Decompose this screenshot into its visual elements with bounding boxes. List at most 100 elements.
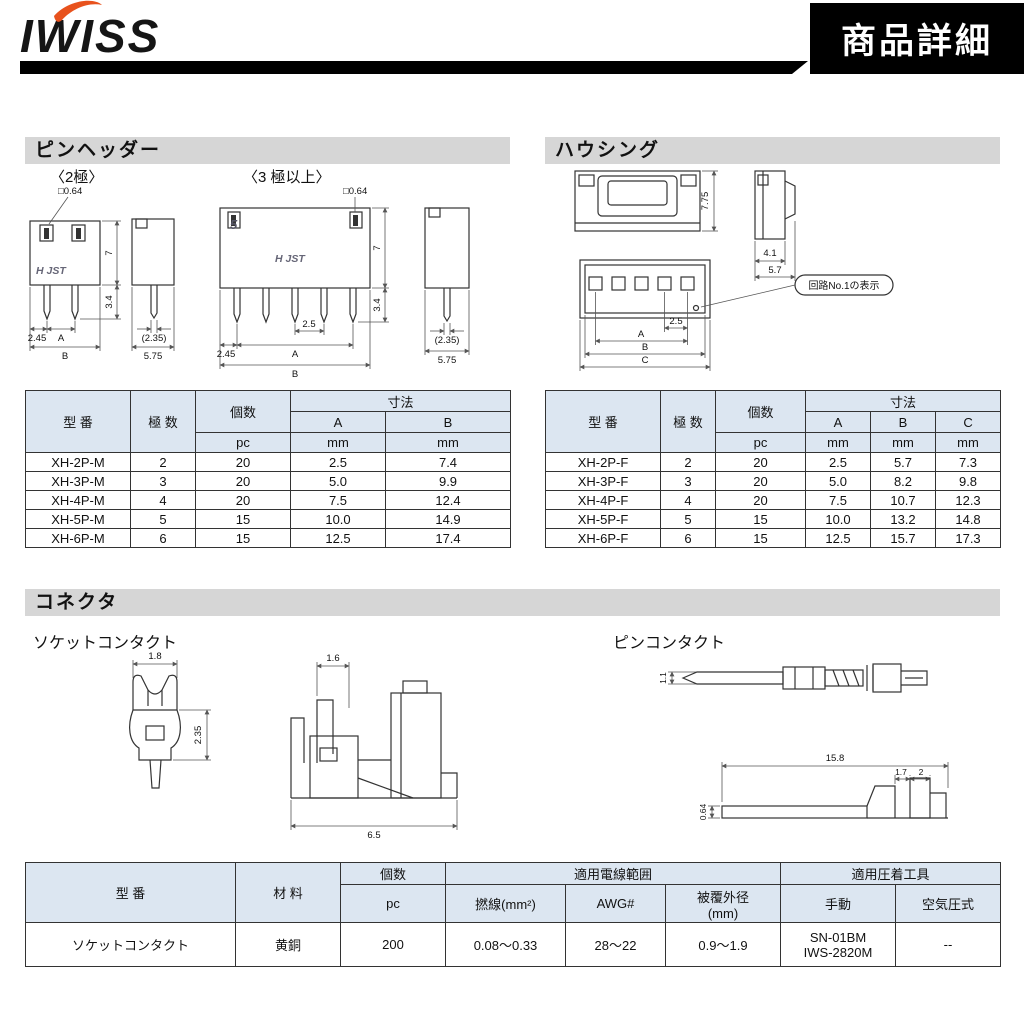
unit-mm: mm	[384, 432, 512, 453]
dim-side-pin: (2.35)	[142, 333, 167, 344]
table-row: XH-6P-F 6 15 12.5 15.7 17.3	[545, 528, 1002, 548]
poles-cell: 3	[660, 471, 716, 491]
col-header-pneumatic: 空気圧式	[894, 884, 1002, 923]
col-header-poles: 極 数	[130, 390, 196, 453]
socket-contact-side-view	[290, 680, 458, 799]
col-header-b: B	[384, 411, 512, 433]
dim-a: A	[58, 333, 65, 344]
dim-a-cell: 7.5	[805, 490, 871, 510]
pole-number-mark: 5	[230, 217, 238, 232]
model-cell: XH-6P-F	[545, 528, 661, 548]
circuit-no1-note: 回路No.1の表示	[808, 279, 879, 292]
table-row: XH-2P-M 2 20 2.5 7.4	[25, 452, 512, 472]
col-header-manual: 手動	[780, 884, 896, 923]
poles-cell: 3	[130, 471, 196, 491]
col-header-material: 材 料	[235, 862, 341, 923]
qty-cell: 20	[715, 452, 806, 472]
manual-tool-cell: SN-01BM IWS-2820M	[780, 922, 896, 967]
col-header-qty: 個数	[715, 390, 806, 433]
housing-front-view	[579, 259, 711, 319]
qty-cell: 15	[195, 528, 291, 548]
col-header-tools: 適用圧着工具	[779, 862, 1002, 885]
connector-drawing: 1.8 2.35 1.6	[129, 651, 949, 841]
col-header-qty: 個数	[340, 862, 446, 885]
dim-b-cell: 12.4	[384, 490, 512, 510]
section-title-connector: コネクタ	[25, 589, 1000, 616]
dim-a-cell: 5.0	[290, 471, 386, 491]
qty-cell: 20	[195, 490, 291, 510]
od-cell: 0.9〜1.9	[665, 922, 781, 967]
pin-contact-top-view	[681, 663, 928, 693]
unit-pc: pc	[715, 432, 806, 453]
table-row: XH-3P-M 3 20 5.0 9.9	[25, 471, 512, 491]
dim-pin-length: 3.4	[104, 295, 115, 308]
unit-mm: mm	[290, 432, 386, 453]
dim-edge-to-pin: 2.45	[28, 333, 47, 344]
dim-a-cell: 10.0	[290, 509, 386, 529]
poles-cell: 2	[660, 452, 716, 472]
label-pin-contact: ピンコンタクト	[613, 635, 726, 652]
dim-body-height: 7	[104, 250, 115, 255]
dim-b-cell: 10.7	[870, 490, 936, 510]
section-title-housing: ハウシング	[545, 137, 1000, 164]
col-header-od-line2: (mm)	[707, 905, 739, 921]
col-header-dims: 寸法	[289, 390, 512, 412]
logo-text: IWISS	[20, 10, 160, 62]
dim-housing-depth1: 4.1	[763, 248, 776, 259]
dim-socket-height: 2.35	[193, 726, 204, 745]
material-cell: 黄銅	[235, 922, 341, 967]
model-cell: XH-3P-F	[545, 471, 661, 491]
label-socket-contact: ソケットコンタクト	[33, 635, 178, 652]
awg-cell: 28〜22	[565, 922, 666, 967]
strand-cell: 0.08〜0.33	[445, 922, 566, 967]
dim-c-cell: 9.8	[934, 471, 1002, 491]
col-header-od-line1: 被覆外径	[696, 889, 749, 905]
col-header-awg: AWG#	[565, 884, 666, 923]
model-cell: XH-5P-F	[545, 509, 661, 529]
unit-pc: pc	[195, 432, 291, 453]
col-header-model: 型 番	[25, 390, 131, 453]
col-header-a: A	[805, 411, 871, 433]
model-cell: XH-4P-F	[545, 490, 661, 510]
pneumatic-tool-cell: --	[894, 922, 1002, 967]
dim-b-cell: 14.9	[384, 509, 512, 529]
dim-c: C	[642, 355, 649, 366]
dim-b-cell: 15.7	[870, 528, 936, 548]
col-header-wire-range: 適用電線範囲	[445, 862, 781, 885]
dim-a-cell: 7.5	[290, 490, 386, 510]
dim-pin-length: 15.8	[826, 753, 845, 764]
dim-body-height: 7	[372, 245, 383, 250]
col-header-od: 被覆外径 (mm)	[665, 884, 781, 923]
header-rule	[20, 61, 808, 74]
dim-a-cell: 2.5	[805, 452, 871, 472]
dim-c-cell: 7.3	[934, 452, 1002, 472]
housing-side-view	[754, 170, 796, 240]
dim-housing-depth2: 5.7	[768, 265, 781, 276]
dim-a: A	[638, 329, 645, 340]
dim-a-cell: 10.0	[805, 509, 871, 529]
col-header-model: 型 番	[545, 390, 661, 453]
col-header-model: 型 番	[25, 862, 236, 923]
dim-pitch: 2.5	[302, 319, 315, 330]
poles-cell: 6	[660, 528, 716, 548]
model-cell: XH-4P-M	[25, 490, 131, 510]
dim-pitch: 2.5	[669, 316, 682, 327]
dim-housing-height: 7.75	[700, 192, 711, 211]
manual-tool-line2: IWS-2820M	[803, 944, 873, 960]
dim-socket-width: 1.8	[148, 651, 161, 662]
dim-b: B	[62, 351, 68, 362]
dim-b-cell: 13.2	[870, 509, 936, 529]
dim-pin-square: □0.64	[58, 186, 82, 197]
table-row: XH-3P-F 3 20 5.0 8.2 9.8	[545, 471, 1002, 491]
dim-c-cell: 17.3	[934, 528, 1002, 548]
table-row: XH-5P-M 5 15 10.0 14.9	[25, 509, 512, 529]
socket-contact-front-view	[129, 674, 181, 789]
poles-cell: 6	[130, 528, 196, 548]
label-2pole: 〈2極〉	[50, 169, 104, 186]
dim-b-cell: 9.9	[384, 471, 512, 491]
pin-contact-side-view	[721, 777, 948, 819]
model-cell: XH-2P-F	[545, 452, 661, 472]
pin-header-5pole-side-view	[424, 207, 470, 323]
dim-a: A	[292, 349, 299, 360]
